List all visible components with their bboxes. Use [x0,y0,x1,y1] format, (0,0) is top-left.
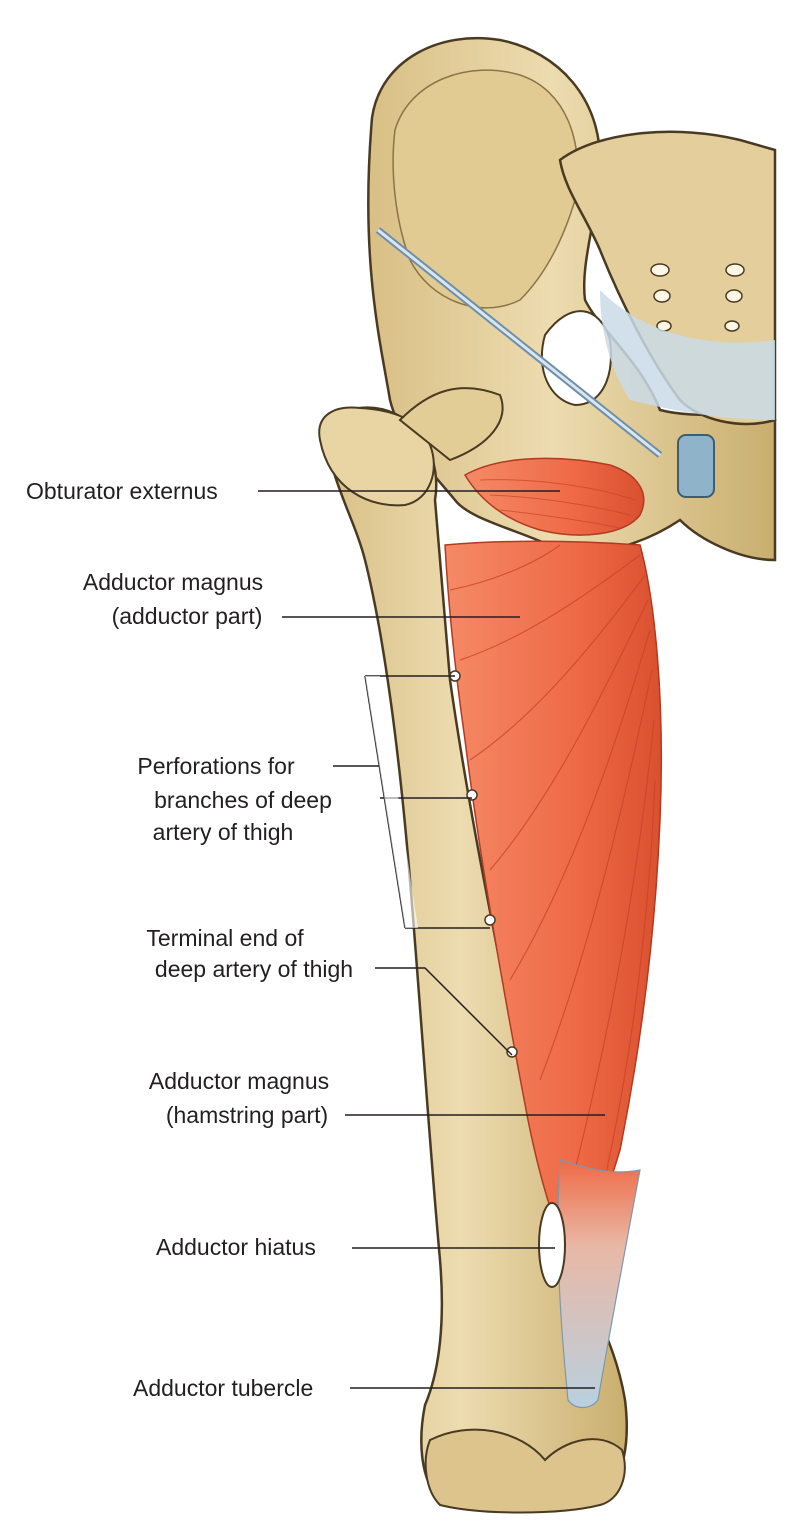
label-adductor-hiatus: Adductor hiatus [156,1234,316,1260]
sacral-foramen-3 [653,289,671,303]
label-obturator-externus: Obturator externus [26,478,218,504]
obturator-externus-muscle [463,457,645,536]
sacral-foramen-1 [650,263,670,277]
label-terminal-end-line1: Terminal end of [146,925,304,951]
sacral-foramen-6 [724,320,740,332]
leader-lines [258,490,605,1389]
label-adductor-magnus-hamstring-line1: Adductor magnus [148,1068,330,1094]
label-adductor-tubercle: Adductor tubercle [133,1375,314,1401]
label-adductor-magnus-hamstring-line2: (hamstring part) [165,1102,329,1128]
muscle-fibers [449,544,656,1201]
label-terminal-end-line2: deep artery of thigh [154,956,354,982]
femoral-neck [398,387,504,462]
obturator-foramen [540,310,612,407]
adductor-magnus-tendon [557,1159,641,1409]
femoral-condyles [424,1428,626,1514]
pubic-symphysis [677,434,715,498]
label-adductor-magnus-adductor-line2: (adductor part) [111,603,263,629]
sacral-foramen-2 [725,263,745,277]
adductor-hiatus-opening [538,1202,566,1288]
femoral-head-trochanter [318,406,435,507]
perforation-4 [506,1046,518,1058]
label-adductor-magnus-adductor-line1: Adductor magnus [82,569,264,595]
label-perforations-line1: Perforations for [137,753,295,779]
perforation-3 [484,914,496,926]
leader-terminal-end [375,967,513,1056]
label-perforations-line3: artery of thigh [152,819,294,845]
sacral-foramen-4 [725,289,743,303]
sacral-ligaments [600,290,775,420]
label-perforations-line2: branches of deep [154,787,332,813]
